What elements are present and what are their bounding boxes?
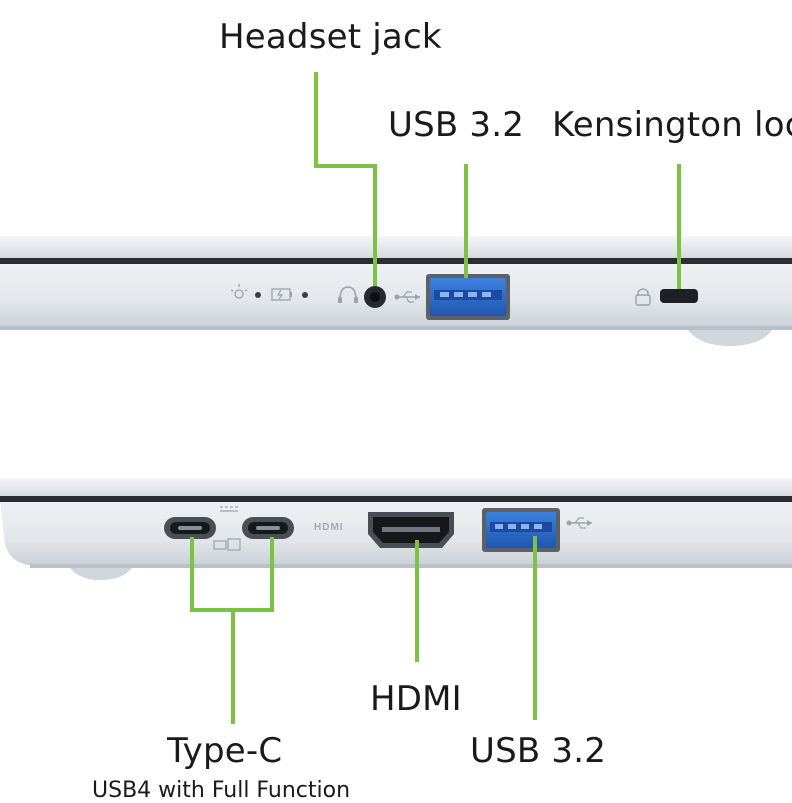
hdmi-port	[368, 512, 454, 548]
usb-symbol-icon-bottom	[566, 517, 592, 529]
power-light-icon	[230, 284, 248, 299]
bottom-lid	[0, 478, 792, 500]
top-hinge-gap	[0, 258, 792, 264]
battery-led	[302, 292, 308, 298]
label-usb-top: USB 3.2	[388, 105, 525, 145]
type-c-port-2	[242, 517, 294, 539]
label-kensington-lock: Kensington loc	[552, 105, 792, 145]
top-laptop-side	[0, 236, 792, 346]
label-hdmi: HDMI	[370, 679, 462, 719]
headset-icon	[338, 286, 358, 303]
callout-lines	[190, 72, 681, 724]
power-led	[255, 292, 261, 298]
usb-a-port-bottom	[482, 508, 560, 552]
lock-icon	[635, 288, 651, 306]
hdmi-silkscreen: HDMI	[314, 522, 344, 533]
led-indicators	[230, 284, 308, 301]
label-type-c: Type-C	[167, 731, 283, 771]
kensington-lock-slot	[660, 289, 698, 303]
type-c-function-icons	[213, 506, 241, 551]
label-usb-bottom: USB 3.2	[470, 731, 607, 771]
top-lid	[0, 236, 792, 262]
type-c-port-1	[164, 517, 216, 539]
usb-a-port-top	[426, 274, 510, 320]
top-bottom-edge	[0, 326, 792, 330]
top-rubber-foot	[688, 330, 772, 346]
battery-icon	[271, 288, 292, 301]
label-headset-jack: Headset jack	[219, 17, 442, 57]
callout-headset-jack	[314, 72, 377, 286]
bottom-laptop-side: HDMI	[0, 478, 792, 580]
bottom-rubber-foot	[70, 568, 132, 580]
usb-symbol-icon	[394, 291, 420, 303]
bottom-hinge-gap	[0, 496, 792, 502]
